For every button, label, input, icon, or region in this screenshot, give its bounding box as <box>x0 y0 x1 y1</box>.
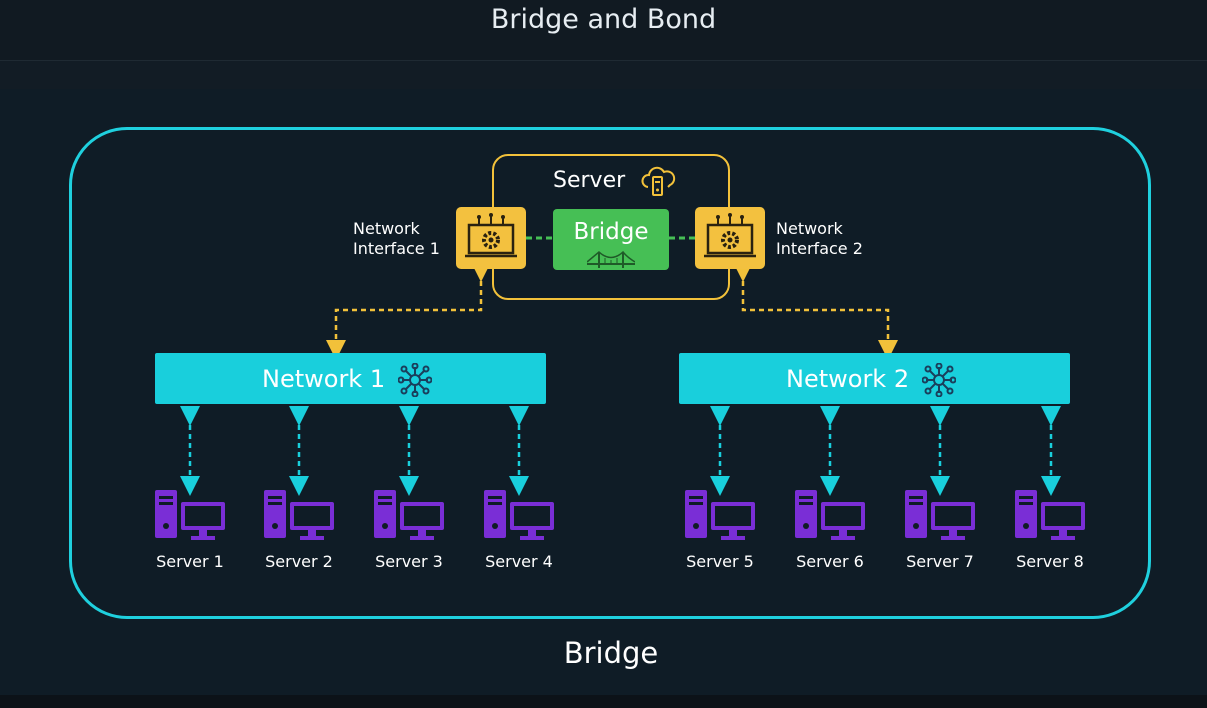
server-1: Server 1 <box>135 488 235 578</box>
network-2-bar: Network 2 <box>679 353 1070 404</box>
server-3: Server 3 <box>354 488 454 578</box>
server-label: Server 7 <box>906 552 974 571</box>
network-2-label: Network 2 <box>786 365 910 393</box>
computer-icon <box>484 490 554 540</box>
diagram-caption: Bridge <box>563 636 659 670</box>
network-interface-2 <box>695 207 765 269</box>
computer-icon <box>264 490 334 540</box>
network-interface-1 <box>456 207 526 269</box>
server-label: Server 6 <box>796 552 864 571</box>
server-label: Server 2 <box>265 552 333 571</box>
computer-icon <box>905 490 975 540</box>
bridge-label: Bridge <box>573 219 649 245</box>
server-2: Server 2 <box>244 488 344 578</box>
nic2-line1: Network <box>776 219 843 238</box>
network-card-icon <box>465 213 517 258</box>
server-4: Server 4 <box>464 488 564 578</box>
diagram-frame <box>69 127 1151 619</box>
network-1-label: Network 1 <box>262 365 386 393</box>
server-label: Server 8 <box>1016 552 1084 571</box>
computer-icon <box>685 490 755 540</box>
computer-icon <box>374 490 444 540</box>
bottom-strip <box>0 695 1207 708</box>
server-6: Server 6 <box>775 488 875 578</box>
server-label: Server 3 <box>375 552 443 571</box>
server-label: Server <box>553 168 626 193</box>
bridge-box: Bridge <box>553 209 669 270</box>
bridge-icon <box>587 250 635 268</box>
server-label: Server 4 <box>485 552 553 571</box>
network-1-bar: Network 1 <box>155 353 546 404</box>
network-card-icon <box>704 213 756 258</box>
server-8: Server 8 <box>995 488 1095 578</box>
nic1-line2: Interface 1 <box>353 239 440 258</box>
network-interface-1-label: Network Interface 1 <box>353 219 440 259</box>
nic1-line1: Network <box>353 219 420 238</box>
nic2-line2: Interface 2 <box>776 239 863 258</box>
server-7: Server 7 <box>885 488 985 578</box>
network-hub-icon <box>922 363 956 397</box>
server-5: Server 5 <box>665 488 765 578</box>
toolbar-strip <box>0 61 1207 89</box>
server-label: Server 5 <box>686 552 754 571</box>
title-bar <box>0 0 1207 61</box>
cloud-server-icon <box>641 166 676 196</box>
computer-icon <box>155 490 225 540</box>
computer-icon <box>1015 490 1085 540</box>
server-label: Server 1 <box>156 552 224 571</box>
computer-icon <box>795 490 865 540</box>
network-hub-icon <box>398 363 432 397</box>
page-title: Bridge and Bond <box>490 4 717 35</box>
network-interface-2-label: Network Interface 2 <box>776 219 863 259</box>
